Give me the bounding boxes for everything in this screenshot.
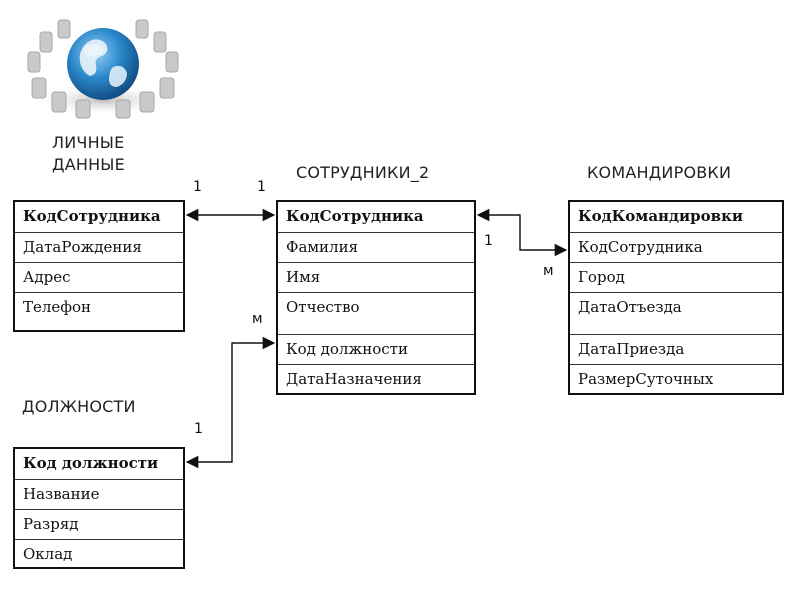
- personal-data-table: КодСотрудника ДатаРождения Адрес Телефон: [13, 200, 185, 332]
- link-employees-trips: [476, 208, 568, 257]
- field-positions-grade: Разряд: [15, 509, 183, 539]
- cardinality-positions-one: 1: [194, 421, 203, 437]
- field-trips-id: КодКомандировки: [578, 207, 744, 225]
- trips-title: КОМАНДИРОВКИ: [587, 163, 732, 182]
- personal-data-title-line1: ЛИЧНЫЕ: [52, 133, 125, 152]
- cardinality-employees-trips-one: 1: [484, 233, 493, 249]
- field-positions-title: Название: [15, 479, 183, 509]
- cardinality-personal-one: 1: [193, 179, 202, 195]
- cardinality-trips-many: м: [543, 263, 554, 279]
- positions-table: Код должности Название Разряд Оклад: [13, 447, 185, 569]
- field-positions-code: Код должности: [23, 454, 159, 472]
- field-personal-address: Адрес: [15, 262, 183, 292]
- field-employees-id: КодСотрудника: [286, 207, 424, 225]
- cardinality-employees-one: 1: [257, 179, 266, 195]
- field-trips-employee-id: КодСотрудника: [570, 232, 782, 262]
- globe-logo-icon: [27, 19, 179, 119]
- field-employees-position-code: Код должности: [278, 334, 474, 364]
- field-personal-phone: Телефон: [15, 292, 183, 322]
- cardinality-employees-positions-many: м: [252, 311, 263, 327]
- employees-title: СОТРУДНИКИ_2: [296, 163, 430, 182]
- field-employees-surname: Фамилия: [278, 232, 474, 262]
- field-positions-salary: Оклад: [15, 539, 183, 569]
- employees-table: КодСотрудника Фамилия Имя Отчество Код д…: [276, 200, 476, 395]
- field-personal-birthdate: ДатаРождения: [15, 232, 183, 262]
- field-trips-departure-date: ДатаОтъезда: [570, 292, 782, 334]
- field-personal-id: КодСотрудника: [23, 207, 161, 225]
- field-trips-city: Город: [570, 262, 782, 292]
- personal-data-title-line2: ДАННЫЕ: [52, 155, 125, 174]
- field-trips-daily-allowance: РазмерСуточных: [570, 364, 782, 394]
- link-employees-positions: [185, 336, 276, 469]
- trips-table: КодКомандировки КодСотрудника Город Дата…: [568, 200, 784, 395]
- field-employees-patronymic: Отчество: [278, 292, 474, 334]
- field-employees-name: Имя: [278, 262, 474, 292]
- positions-title: ДОЛЖНОСТИ: [22, 397, 136, 416]
- field-employees-appointment-date: ДатаНазначения: [278, 364, 474, 394]
- personal-data-title: ЛИЧНЫЕ ДАННЫЕ: [52, 132, 125, 176]
- field-trips-arrival-date: ДатаПриезда: [570, 334, 782, 364]
